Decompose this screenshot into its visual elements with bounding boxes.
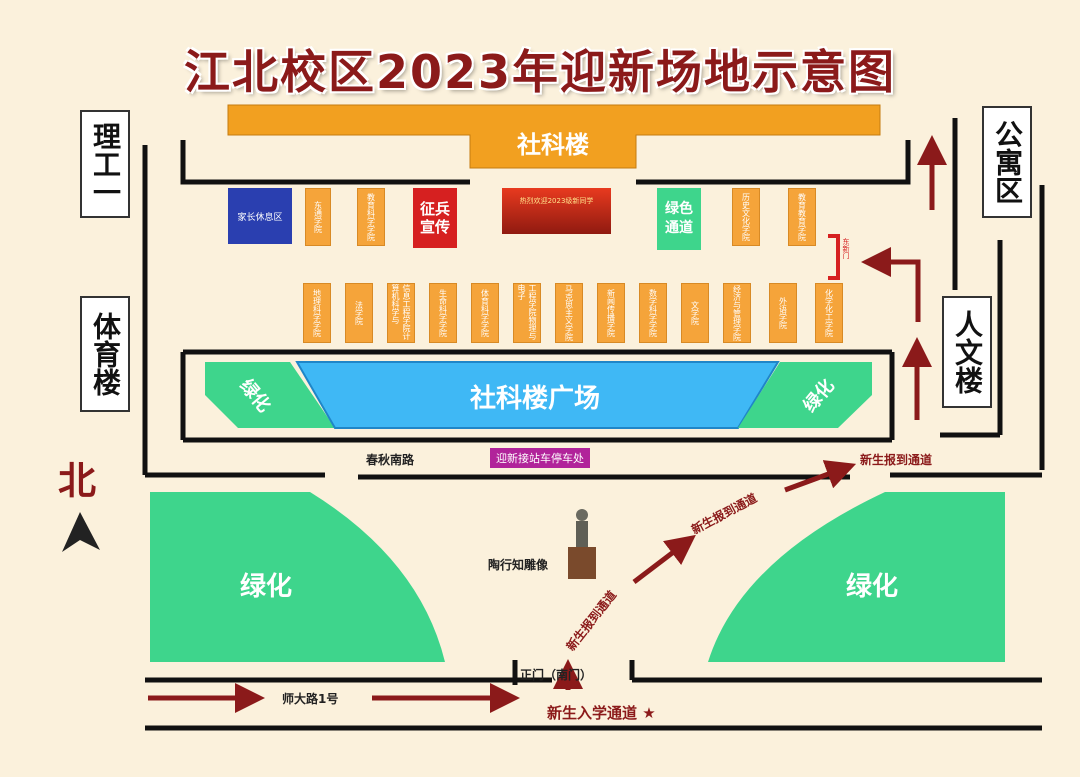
main-gate: 正门（南门） [520,668,593,682]
booth-bottom: 地理科学学院 [303,283,331,343]
booth-row-bottom: 地理科学学院 法学院 信息工程学院计算机科学与 生命科学学院 体育科学学院 工程… [303,283,843,343]
booth-bottom: 法学院 [345,283,373,343]
booth-top-1: 东通学院 [305,188,331,246]
booth-top-3: 历史文化学院 [732,188,760,246]
booth-bottom: 新闻传播学院 [597,283,625,343]
statue-label: 陶行知雕像 [488,558,549,572]
booth-bottom: 体育科学学院 [471,283,499,343]
welcome-banner: 热烈欢迎2023级新同学 [502,188,611,234]
booth-bottom: 数学科学学院 [639,283,667,343]
booth-bottom: 信息工程学院计算机科学与 [387,283,415,343]
green-channel: 绿色通道 [657,188,701,250]
booth-bottom: 外语学院 [769,283,797,343]
green-right-label: 绿化 [846,572,899,602]
booth-bottom: 经济与管理学院 [723,283,751,343]
booth-bottom: 文学院 [681,283,709,343]
building-renwen: 人文楼 [942,296,992,408]
map-title: 江北校区2023年迎新场地示意图 [183,45,897,99]
recruit-booth: 征兵宣传 [413,188,457,248]
booth-bottom: 工程学院物理与电子 [513,283,541,343]
building-tiyu: 体育楼 [80,296,130,412]
building-gongyu: 公寓区 [982,106,1032,218]
side-door-label: 东新门 [842,238,850,259]
building-sheke: 社科楼 [517,131,589,159]
booth-bottom: 马克思主义学院 [555,283,583,343]
parking-sign: 迎新接站车停车处 [490,448,590,468]
road-shida: 师大路1号 [282,692,339,706]
booth-bottom: 生命科学学院 [429,283,457,343]
family-rest-area: 家长休息区 [228,188,292,244]
booth-top-2: 教育科学学院 [357,188,385,246]
booth-top-4: 教育教育学院 [788,188,816,246]
statue-icon [566,505,598,579]
green-left-label: 绿化 [240,572,293,602]
booth-bottom: 化学化工学院 [815,283,843,343]
entry-channel: 新生入学通道 ★ [547,704,656,722]
report-channel-3: 新生报到通道 [860,453,933,467]
plaza-label: 社科楼广场 [469,384,600,414]
road-chunqiu: 春秋南路 [366,453,415,467]
building-ligong: 理工一 [80,110,130,218]
north-label: 北 [58,459,97,503]
